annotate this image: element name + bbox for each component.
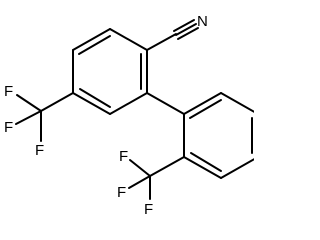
bond-ring-a-4 — [72, 92, 111, 115]
bond-cf3-bottom-f2 — [128, 175, 151, 189]
atom-label-cf3-left-f3: F — [35, 142, 44, 159]
atom-label-cf3-bottom-f1: F — [119, 148, 128, 165]
bond-nitrile-triple-2 — [175, 23, 197, 36]
atom-label-nitrile-n: N — [197, 13, 208, 30]
atom-label-cf3-left-f2: F — [4, 119, 13, 136]
ring-b — [183, 92, 254, 179]
bond-ring-b-4 — [220, 158, 254, 179]
bond-ring-b-double-3 — [190, 152, 222, 172]
bond-cf3-bottom-attach — [149, 156, 185, 177]
nitrile-bond — [146, 19, 199, 51]
bond-ring-b-5 — [183, 156, 222, 179]
bond-ring-a-1 — [109, 28, 148, 51]
bond-ring-b-double-1 — [189, 99, 222, 119]
bond-ring-b-2 — [220, 92, 254, 113]
chemical-structure: N F F F F F F — [4, 13, 254, 218]
bond-ring-a-6 — [72, 28, 111, 51]
bond-cf3-left-f2 — [15, 110, 42, 125]
atom-label-cf3-left-f1: F — [4, 83, 13, 100]
biaryl-bond — [146, 92, 185, 115]
bond-ring-a-3 — [109, 92, 148, 115]
bond-nitrile-single — [146, 33, 177, 51]
cf3-left — [15, 92, 74, 142]
bond-nitrile-triple-3 — [177, 27, 199, 40]
bond-cf3-bottom-f1 — [129, 159, 151, 177]
bond-ring-b-1 — [183, 92, 222, 115]
bond-nitrile-triple-1 — [173, 19, 195, 32]
bond-ring-a-double-1 — [78, 35, 111, 55]
atom-label-cf3-bottom-f2: F — [117, 184, 126, 201]
cf3-bottom — [128, 156, 185, 200]
ring-a — [72, 28, 148, 115]
atom-label-cf3-bottom-f3: F — [144, 201, 153, 218]
bond-cf3-left-attach — [40, 92, 74, 112]
bond-cf3-left-f1 — [16, 94, 42, 112]
bond-ring-a-double-3 — [79, 88, 111, 108]
bond-biaryl — [146, 92, 185, 115]
